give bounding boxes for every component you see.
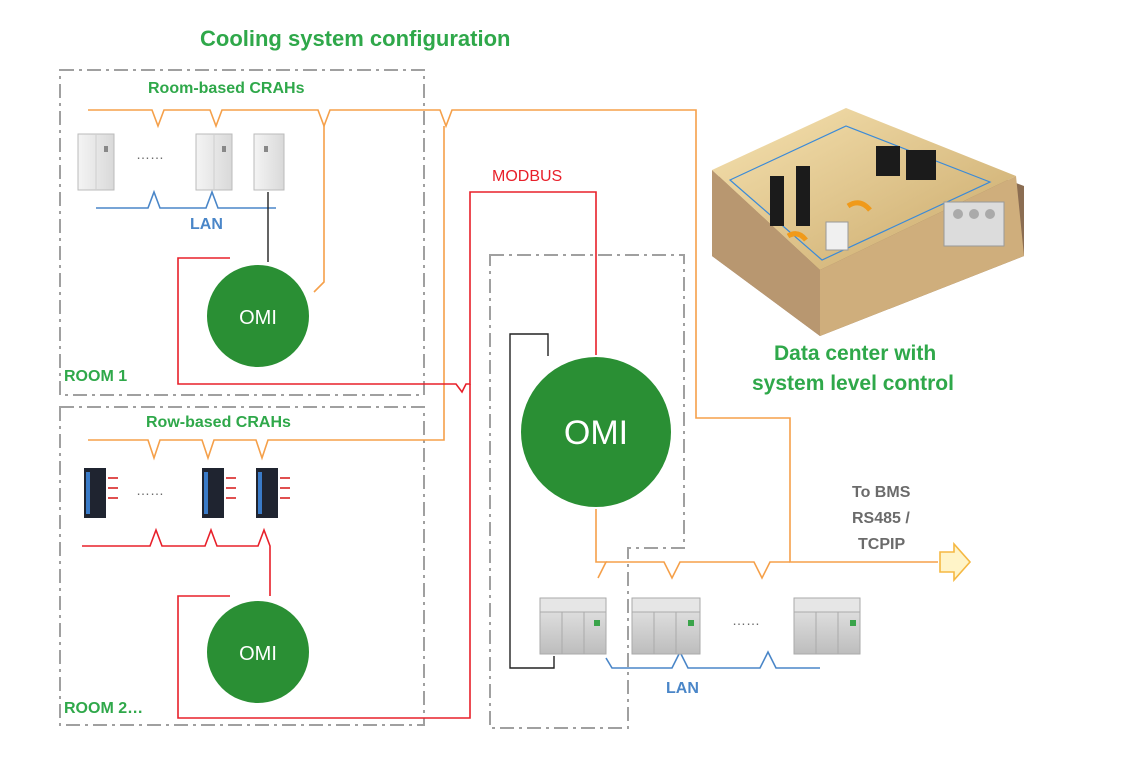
room-crahs-label: Room-based CRAHs — [148, 80, 305, 97]
room2-boundary — [59, 406, 425, 726]
room-crah-unit — [195, 133, 233, 191]
data-center-caption-line1: Data center with — [774, 342, 937, 365]
bms-arrow-icon — [939, 541, 972, 583]
room1-label: ROOM 1 — [64, 368, 128, 385]
diagram-title: Cooling system configuration — [200, 26, 511, 51]
room-crah-ellipsis: …… — [136, 146, 164, 162]
room-crah-unit — [253, 133, 285, 191]
room1-boundary — [59, 69, 425, 396]
room-crah-units — [77, 133, 285, 191]
omi-room1: OMI — [205, 263, 311, 369]
bms-label-line3: TCPIP — [858, 536, 906, 553]
row-crah-units — [84, 468, 290, 518]
chiller-unit — [539, 597, 607, 655]
modbus-lines — [82, 191, 597, 719]
room-crah-unit — [77, 133, 115, 191]
row-crah-ellipsis: …… — [136, 482, 164, 498]
omi-room2: OMI — [205, 599, 311, 705]
chiller-ellipsis: …… — [732, 612, 760, 628]
lan-label-chillers: LAN — [666, 680, 699, 697]
bms-label-line1: To BMS — [852, 484, 911, 501]
data-center-caption-line2: system level control — [752, 372, 954, 395]
lan-label-room1: LAN — [190, 216, 223, 233]
row-crah-unit — [256, 468, 290, 518]
row-crah-unit — [84, 468, 118, 518]
omi-room2-label: OMI — [239, 643, 277, 665]
data-center-illustration — [712, 108, 1024, 336]
lan-lines — [96, 189, 820, 669]
omi-main-label: OMI — [564, 414, 628, 452]
omi-main: OMI — [519, 355, 673, 509]
main-omi-boundary — [489, 254, 685, 729]
row-crah-unit — [202, 468, 236, 518]
omi-room1-label: OMI — [239, 307, 277, 329]
orange-bus-lines — [88, 109, 938, 580]
modbus-label: MODBUS — [492, 168, 563, 185]
bms-label-line2: RS485 / — [852, 510, 910, 527]
chiller-unit — [793, 597, 861, 655]
control-cables — [267, 192, 555, 669]
room2-label: ROOM 2… — [64, 700, 144, 717]
chiller-units — [539, 597, 861, 655]
row-crahs-label: Row-based CRAHs — [146, 414, 291, 431]
chiller-unit — [631, 597, 701, 655]
